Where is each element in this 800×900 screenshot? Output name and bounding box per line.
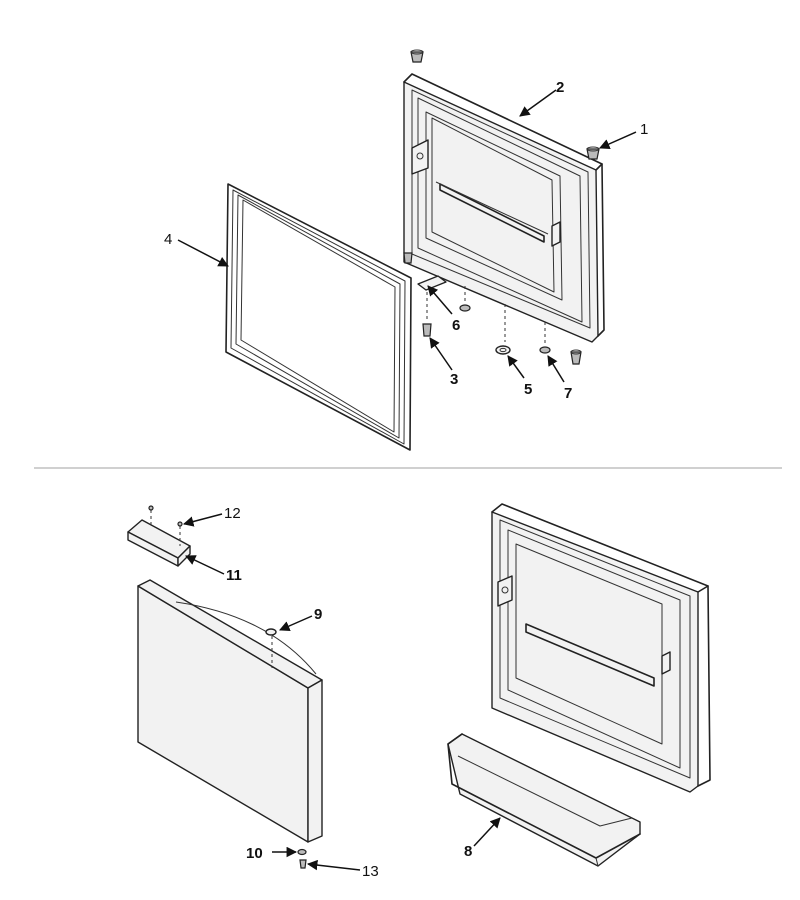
callout-label-5: 5 [524, 381, 532, 398]
callout-label-12: 12 [224, 505, 241, 522]
hinge-pin [422, 292, 432, 337]
callout-label-1: 1 [640, 121, 648, 138]
callout-label-9: 9 [314, 606, 322, 623]
screw [148, 505, 183, 546]
door-bin [447, 733, 641, 867]
callout-label-11: 11 [226, 567, 242, 584]
door-stop-top-left [410, 49, 424, 63]
door-stop-top-right [586, 146, 600, 160]
door-handle [127, 519, 191, 567]
callout-label-13: 13 [362, 863, 379, 880]
hinge-cam [297, 848, 307, 869]
callout-label-2: 2 [556, 79, 564, 96]
callout-label-3: 3 [450, 371, 458, 388]
door-gasket [225, 183, 412, 451]
hinge-plate [417, 275, 447, 291]
door-liner [403, 73, 605, 343]
callout-label-6: 6 [452, 317, 460, 334]
door-liner-inner [491, 503, 711, 793]
callout-label-8: 8 [464, 843, 472, 860]
bushing [539, 322, 551, 354]
door-panel [137, 579, 323, 843]
door-stop-bottom-left [403, 252, 413, 264]
callout-label-10: 10 [246, 845, 263, 862]
washer [459, 286, 511, 355]
door-plug [265, 628, 277, 668]
door-stop-bottom-right [570, 349, 582, 365]
callout-label-7: 7 [564, 385, 572, 402]
callout-label-4: 4 [164, 231, 172, 248]
